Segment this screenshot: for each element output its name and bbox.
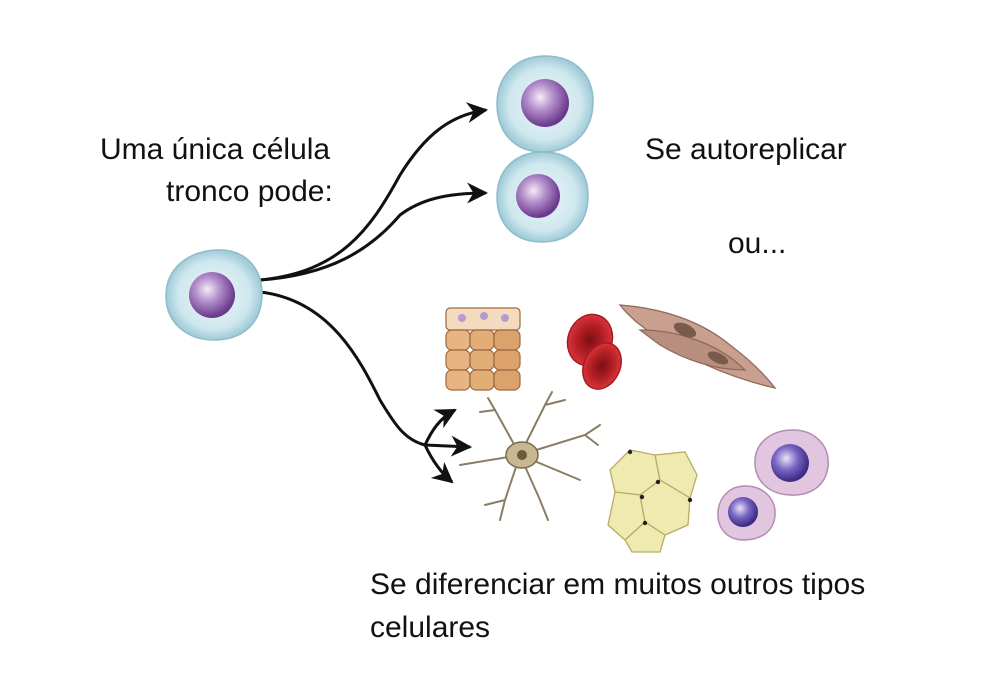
arrow-branch-right: [424, 435, 473, 457]
white-blood-cells: [717, 429, 829, 541]
self-renewed-cell-bottom: [496, 151, 589, 243]
arrow-branch-down: [423, 444, 454, 484]
arrows: [259, 102, 489, 484]
arrow-to-self-renew-bottom: [259, 182, 489, 282]
neuron: [459, 391, 601, 521]
self-renewed-cell-top: [496, 55, 594, 153]
source-label-line1: Uma única célula: [100, 133, 331, 166]
or-label: ou...: [728, 227, 787, 260]
arrow-to-self-renew-top: [259, 102, 489, 282]
arrow-branch-up: [423, 408, 457, 446]
differentiate-label-line1: Se diferenciar em muitos outros tipos: [370, 568, 866, 601]
source-stem-cell: [165, 249, 263, 341]
self-renew-label: Se autoreplicar: [645, 133, 847, 166]
arrow-to-differentiation: [259, 290, 426, 447]
epithelial-cells: [445, 307, 521, 391]
red-blood-cells: [566, 313, 622, 390]
differentiate-label-line2: celulares: [370, 611, 491, 644]
muscle-cells: [618, 304, 777, 390]
source-label-line2: tronco pode:: [166, 175, 333, 208]
fat-cells: [607, 449, 698, 553]
